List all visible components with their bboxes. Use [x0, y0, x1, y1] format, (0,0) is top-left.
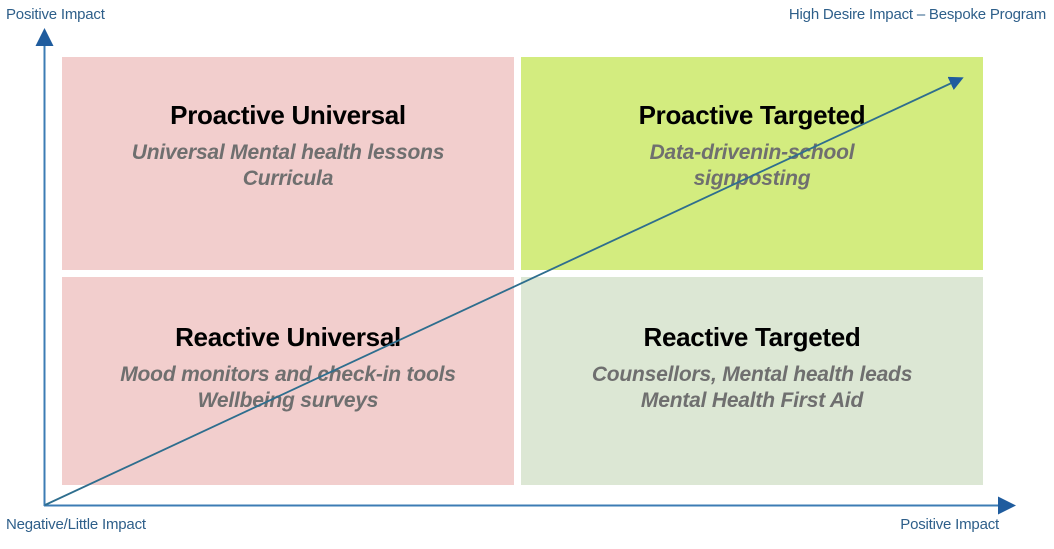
- quadrant-title: Proactive Universal: [170, 100, 406, 130]
- quadrant-description-line: Curricula: [242, 167, 334, 191]
- quadrant-description-line: Counsellors, Mental health leads: [591, 362, 913, 386]
- diagram-title-label: High Desire Impact – Bespoke Program: [788, 6, 1046, 23]
- quadrant-description-line: Mental Health First Aid: [640, 389, 864, 413]
- x-axis-right-label: Positive Impact: [900, 516, 999, 533]
- quadrant-proactive-universal: Proactive Universal Universal Mental hea…: [62, 57, 514, 270]
- quadrant-reactive-universal: Reactive Universal Mood monitors and che…: [62, 277, 514, 485]
- quadrant-description-line: Data-drivenin-school: [649, 140, 855, 164]
- quadrant-description-line: Mood monitors and check-in tools: [120, 362, 456, 386]
- quadrant-description-line: Universal Mental health lessons: [131, 140, 445, 164]
- quadrant-description-line: Wellbeing surveys: [197, 389, 379, 413]
- quadrant-proactive-targeted: Proactive Targeted Data-drivenin-school …: [521, 57, 983, 270]
- x-axis-left-label: Negative/Little Impact: [6, 516, 146, 533]
- quadrant-description: Universal Mental health lessons Curricul…: [131, 140, 445, 194]
- quadrant-description: Counsellors, Mental health leads Mental …: [591, 362, 913, 416]
- quadrant-description: Data-drivenin-school signposting: [650, 140, 855, 194]
- quadrant-description-line: signposting: [693, 167, 811, 191]
- quadrant-description: Mood monitors and check-in tools Wellbei…: [120, 362, 456, 416]
- quadrant-title: Proactive Targeted: [638, 100, 866, 130]
- quadrant-reactive-targeted: Reactive Targeted Counsellors, Mental he…: [521, 277, 983, 485]
- quadrant-title: Reactive Universal: [175, 322, 401, 352]
- y-axis-top-label: Positive Impact: [6, 6, 105, 23]
- quadrant-title: Reactive Targeted: [643, 322, 861, 352]
